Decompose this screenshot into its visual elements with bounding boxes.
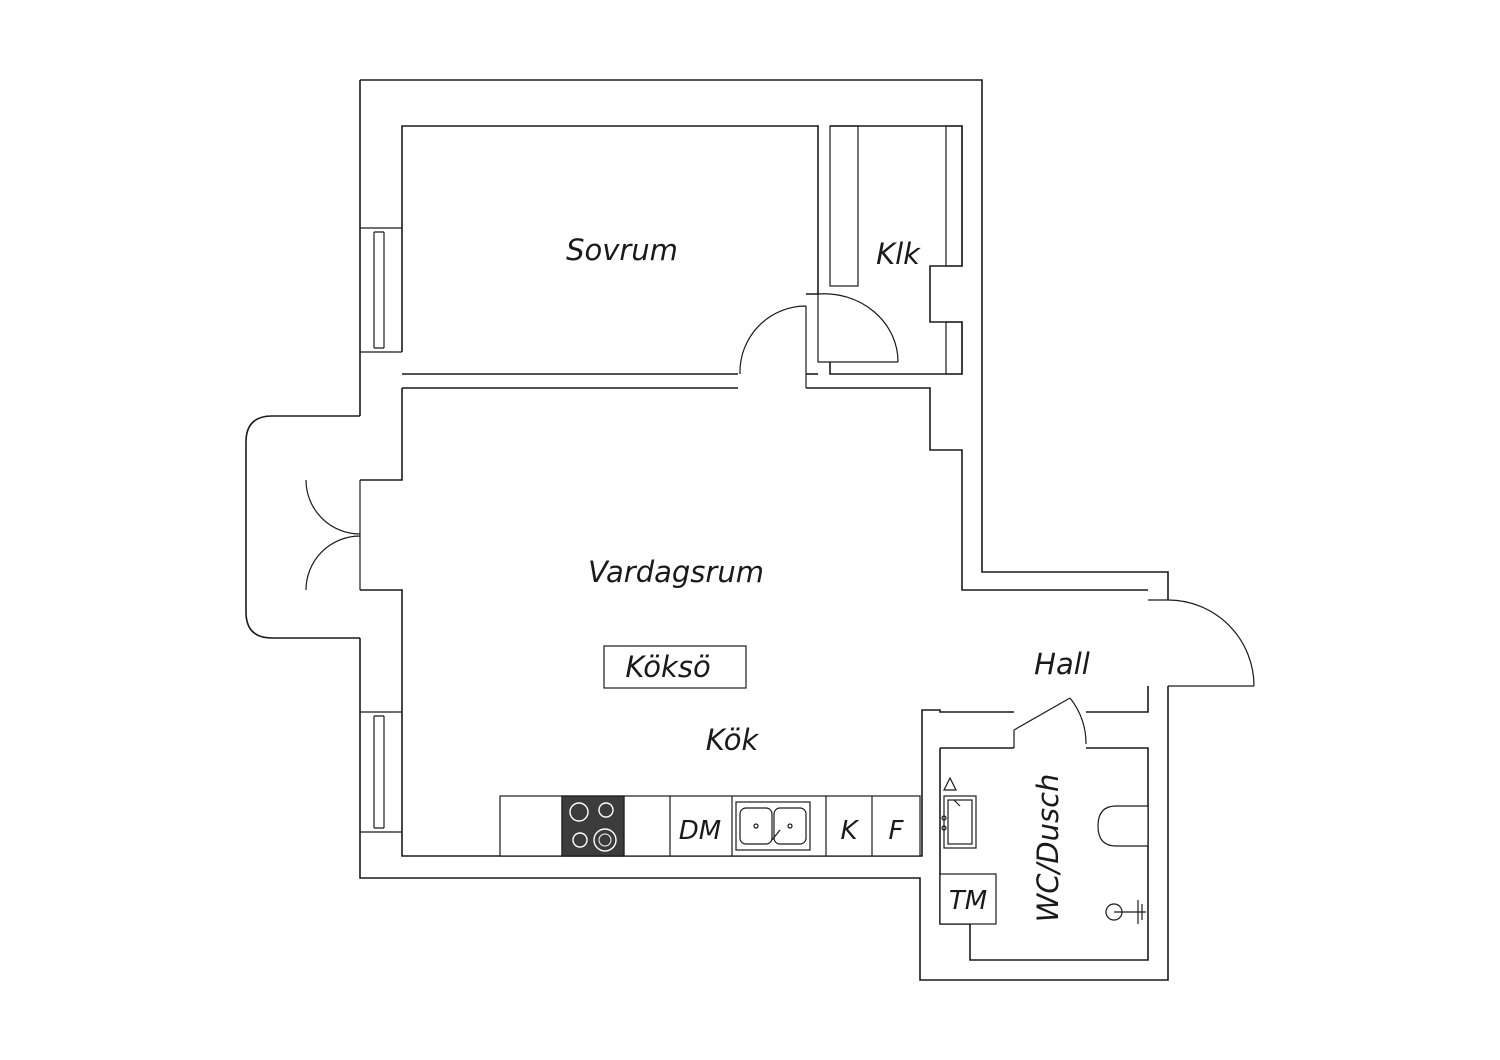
kitchen-sink-icon (735, 801, 811, 851)
balcony (245, 415, 360, 639)
shower-icon (1105, 900, 1146, 924)
room-label-wc: WC/Dusch (1031, 774, 1065, 923)
room-label-vardagsrum: Vardagsrum (588, 555, 764, 589)
inner-wall-main (360, 387, 1149, 857)
closet-shelf-right-low (945, 321, 963, 375)
room-label-koksso: Köksö (625, 650, 710, 684)
closet-shelf-right (945, 125, 963, 267)
kitchen-island (603, 645, 747, 689)
washing-machine (939, 873, 997, 925)
toilet-icon (1097, 805, 1149, 847)
bedroom-door-arc (739, 305, 807, 388)
outer-wall (359, 79, 1169, 981)
appliance-label-tm: TM (949, 886, 987, 916)
window-bedroom (360, 227, 402, 353)
bedroom-walls (401, 125, 819, 375)
closet-shelf-left (829, 125, 859, 287)
balcony-door (305, 479, 361, 591)
bathroom-door-arc (1013, 697, 1087, 748)
closet-door-arc (817, 293, 899, 363)
room-label-klk: Klk (876, 237, 921, 271)
entrance-door (1148, 599, 1255, 687)
appliance-label-dm: DM (679, 816, 721, 846)
appliance-label-f: F (889, 816, 905, 846)
appliance-label-k: K (840, 816, 859, 846)
room-label-hall: Hall (1034, 647, 1090, 681)
stove-icon (561, 795, 625, 857)
window-kitchen (360, 711, 402, 833)
room-label-kok: Kök (706, 723, 760, 757)
bathroom-sink-icon (941, 776, 977, 849)
room-label-sovrum: Sovrum (566, 233, 678, 267)
